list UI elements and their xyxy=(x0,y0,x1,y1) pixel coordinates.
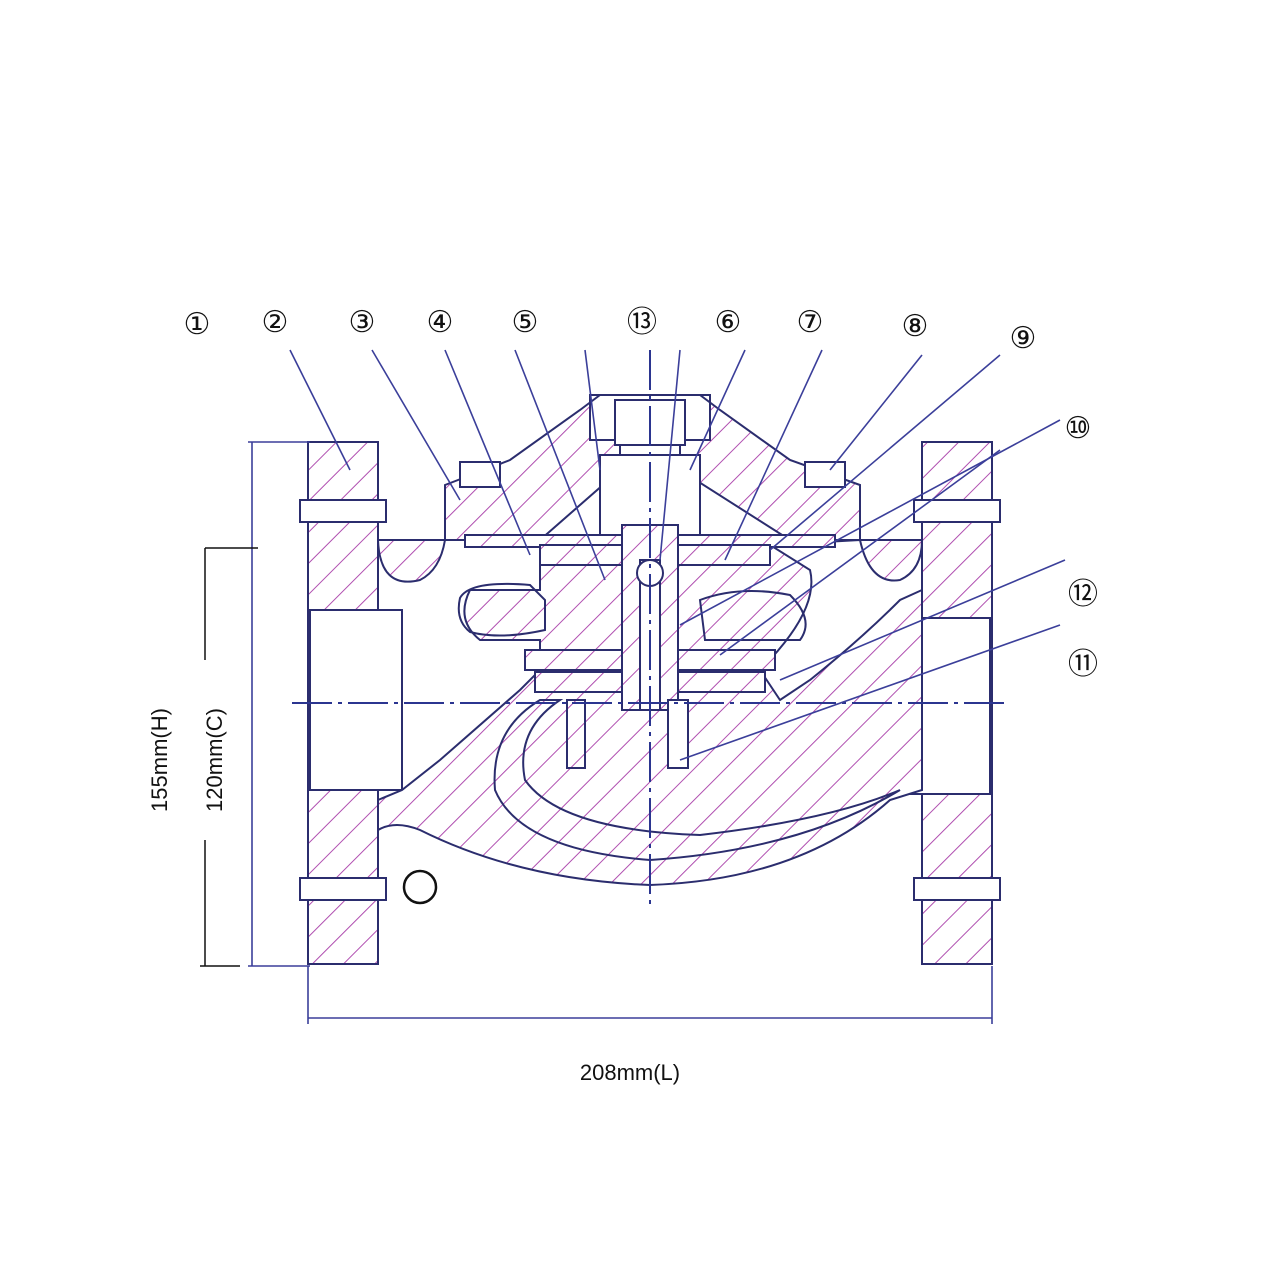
part-label-7: ⑦ xyxy=(797,305,824,340)
part-label-4: ④ xyxy=(427,305,454,340)
part-label-1: ① xyxy=(184,307,211,342)
part-label-3: ③ xyxy=(349,305,376,340)
part-label-5: ⑤ xyxy=(512,305,539,340)
part-label-9: ⑨ xyxy=(1010,321,1037,356)
part-label-13: ⑬ xyxy=(627,305,657,340)
dimension-lines xyxy=(200,441,993,1024)
part-label-12: ⑫ xyxy=(1068,577,1098,612)
part-label-10: ⑩ xyxy=(1065,411,1092,446)
part-labels: ① ② ③ ④ ⑤ ⑬ ⑥ ⑦ ⑧ ⑨ ⑩ ⑫ ⑪ xyxy=(184,305,1098,682)
height-dimension-label: 155mm(H) xyxy=(147,708,172,812)
part-label-2: ② xyxy=(262,305,289,340)
center-dimension-label: 120mm(C) xyxy=(202,708,227,812)
part-label-11: ⑪ xyxy=(1068,647,1098,682)
part-label-6: ⑥ xyxy=(715,305,742,340)
part-label-8: ⑧ xyxy=(902,309,929,344)
length-dimension-label: 208mm(L) xyxy=(580,1060,680,1085)
leader-lines xyxy=(289,349,1066,761)
